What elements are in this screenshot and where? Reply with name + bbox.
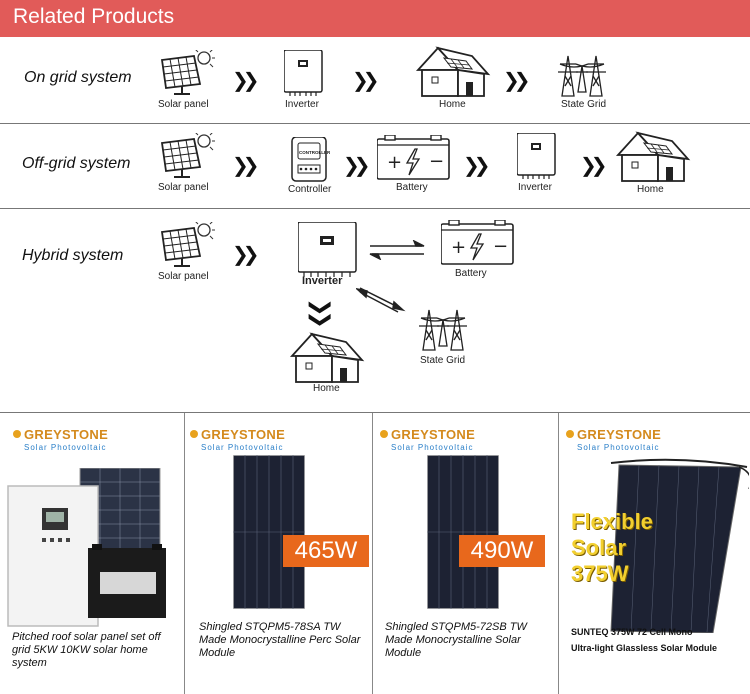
brand-name: GREYSTONE	[577, 427, 662, 442]
hybrid-state-grid-caption: State Grid	[420, 355, 466, 366]
solar-module-image	[233, 455, 305, 609]
solar-panel-icon	[161, 222, 216, 267]
wattage-badge: 490W	[459, 535, 545, 567]
product-title-line: Ultra-light Glassless Solar Module	[571, 643, 718, 653]
bidirectional-arrow-icon	[369, 240, 425, 260]
product-title-line: SUNTEQ 375W 72 Cell Mono	[571, 627, 693, 637]
off-grid-controller-caption: Controller	[288, 184, 332, 195]
on-grid-inverter-caption: Inverter	[285, 99, 319, 110]
inverter-icon	[284, 50, 323, 97]
product-card[interactable]: GREYSTONE Solar Photovoltaic Flexible So…	[558, 413, 750, 694]
solar-panel-icon	[161, 50, 216, 95]
solar-panel-icon	[161, 133, 216, 178]
hybrid-home-caption: Home	[313, 383, 340, 394]
sun-logo-icon	[380, 430, 388, 438]
product-card[interactable]: GREYSTONE Solar Photovoltaic Pitched roo…	[0, 413, 184, 694]
product-title: Pitched roof solar panel set off grid 5K…	[12, 631, 161, 669]
flexible-headline-line: 375W	[571, 561, 629, 586]
inverter-icon	[298, 222, 357, 277]
solar-module-image	[427, 455, 499, 609]
hybrid-battery-caption: Battery	[455, 268, 487, 279]
brand-tagline: Solar Photovoltaic	[391, 443, 474, 452]
wattage-badge: 465W	[283, 535, 369, 567]
diagonal-bidirectional-arrow-icon	[356, 287, 406, 313]
product-title: Shingled STQPM5-78SA TW Made Monocrystal…	[199, 621, 361, 659]
off-grid-label: Off-grid system	[22, 155, 131, 172]
hybrid-solar-panel-caption: Solar panel	[158, 271, 209, 282]
battery-icon	[377, 135, 450, 180]
on-grid-home-caption: Home	[439, 99, 466, 110]
home-icon	[291, 333, 363, 383]
row-divider	[0, 208, 750, 209]
section-header: Related Products	[0, 0, 750, 37]
row-divider	[0, 123, 750, 124]
flexible-headline-line: Solar	[571, 535, 627, 560]
chevron-right-icon: ❯❯	[503, 68, 530, 92]
brand-tagline: Solar Photovoltaic	[201, 443, 284, 452]
section-divider	[0, 412, 750, 413]
brand-name: GREYSTONE	[391, 427, 476, 442]
off-grid-inverter-caption: Inverter	[518, 182, 552, 193]
on-grid-state-grid-caption: State Grid	[561, 99, 607, 110]
chevron-right-icon: ❯❯	[352, 68, 379, 92]
controller-icon	[291, 137, 330, 182]
product-title: Shingled STQPM5-72SB TW Made Monocrystal…	[385, 621, 527, 659]
brand-tagline: Solar Photovoltaic	[577, 443, 660, 452]
sun-logo-icon	[566, 430, 574, 438]
chevron-right-icon: ❯❯	[343, 153, 370, 177]
product-card[interactable]: GREYSTONE Solar Photovoltaic 465W Shingl…	[184, 413, 372, 694]
section-title: Related Products	[13, 5, 175, 28]
chevron-right-icon: ❯❯	[232, 68, 259, 92]
chevron-right-icon: ❯❯	[232, 153, 259, 177]
hybrid-label: Hybrid system	[22, 247, 124, 264]
brand-name: GREYSTONE	[24, 427, 109, 442]
on-grid-label: On grid system	[24, 69, 132, 86]
flexible-module-image	[610, 458, 749, 633]
state-grid-icon	[418, 309, 468, 351]
inverter-icon	[517, 133, 556, 180]
home-icon	[617, 132, 689, 182]
brand-name: GREYSTONE	[201, 427, 286, 442]
on-grid-solar-panel-caption: Solar panel	[158, 99, 209, 110]
brand-tagline: Solar Photovoltaic	[24, 443, 107, 452]
sun-logo-icon	[190, 430, 198, 438]
home-icon	[417, 47, 489, 97]
chevron-right-icon: ❯❯	[463, 153, 490, 177]
off-grid-battery-caption: Battery	[396, 182, 428, 193]
hybrid-inverter-caption: Inverter	[302, 275, 343, 287]
product-card[interactable]: GREYSTONE Solar Photovoltaic 490W Shingl…	[372, 413, 558, 694]
battery-icon	[441, 220, 514, 265]
chevron-down-icon: ❯❯	[307, 298, 333, 323]
solar-kit-image	[7, 468, 166, 627]
off-grid-solar-panel-caption: Solar panel	[158, 182, 209, 193]
sun-logo-icon	[13, 430, 21, 438]
flexible-headline-line: Flexible	[571, 509, 653, 534]
state-grid-icon	[557, 55, 607, 97]
chevron-right-icon: ❯❯	[232, 242, 259, 266]
chevron-right-icon: ❯❯	[580, 153, 607, 177]
off-grid-home-caption: Home	[637, 184, 664, 195]
product-grid: GREYSTONE Solar Photovoltaic Pitched roo…	[0, 413, 750, 694]
